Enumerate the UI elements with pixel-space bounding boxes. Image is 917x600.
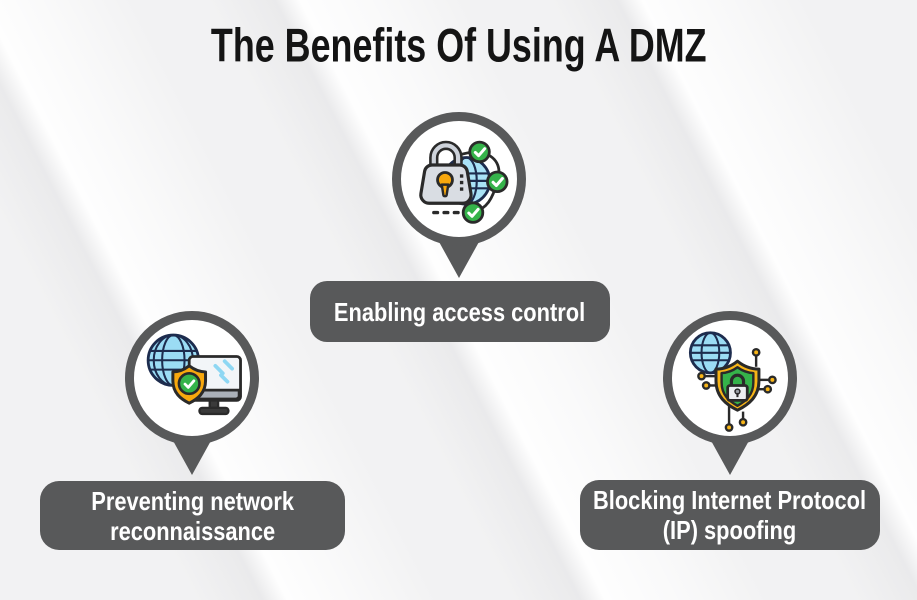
page-title: The Benefits Of Using A DMZ [0,18,917,72]
shield-check-icon [171,364,208,405]
checkmark-badge-icon [461,201,485,224]
benefit-label-text: Blocking Internet Protocol (IP) spoofing [593,485,867,545]
benefit-label-ip-spoofing: Blocking Internet Protocol (IP) spoofing [580,480,880,550]
padlock-globe-checkmarks-icon [419,140,509,224]
pin-tail [438,240,480,278]
globe-shield-padlock-circuit-icon [688,331,777,432]
page-title-text: The Benefits Of Using A DMZ [210,18,707,72]
benefit-label-text: Preventing network reconnaissance [91,485,294,546]
benefit-label-access-control: Enabling access control [310,281,610,342]
checkmark-badge-icon [468,140,491,164]
benefit-label-network-reconnaissance: Preventing network reconnaissance [40,481,345,550]
pin-circle [663,311,797,445]
padlock-icon [419,140,473,205]
padlock-icon [726,373,749,402]
pin-circle [392,112,526,246]
checkmark-badge-icon [486,170,509,193]
pin-circle [125,311,259,445]
benefit-label-text: Enabling access control [334,296,586,327]
globe-icon [688,331,732,375]
globe-monitor-shield-icon [146,333,242,416]
